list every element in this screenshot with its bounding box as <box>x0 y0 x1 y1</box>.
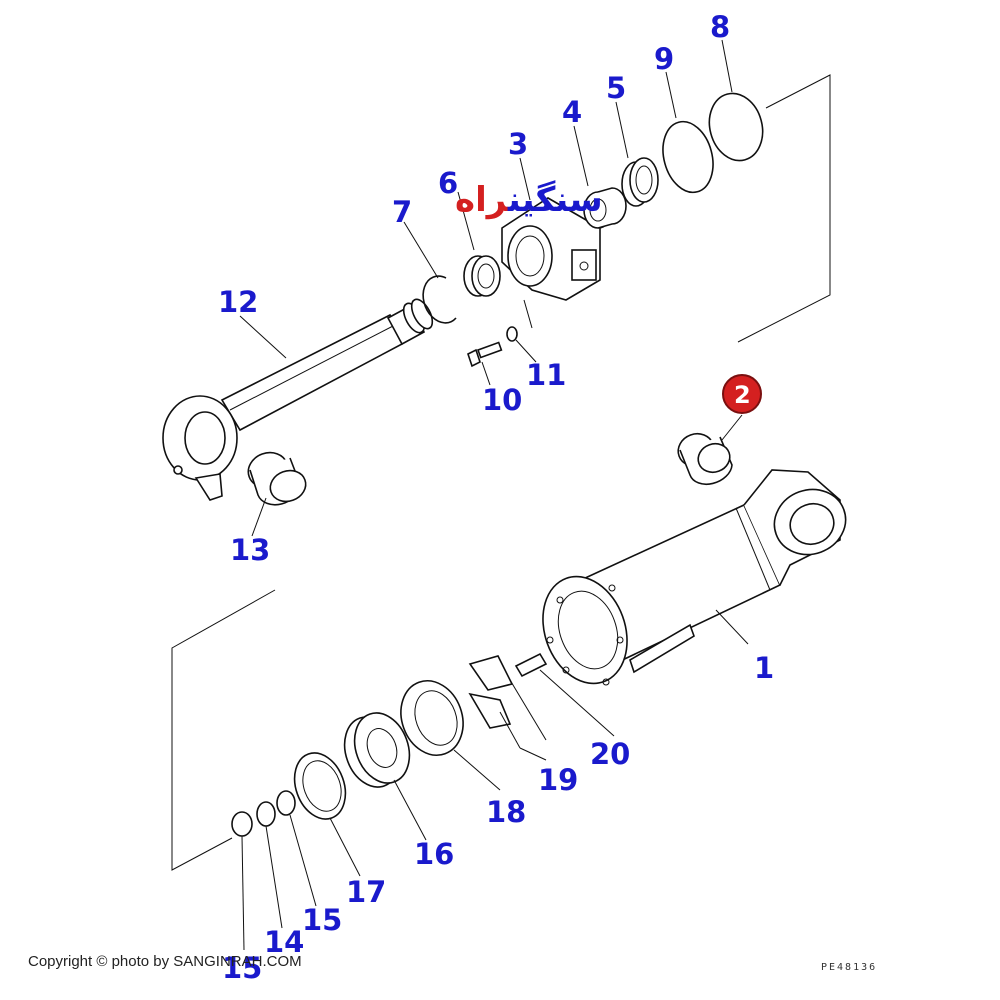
upper-bracket <box>737 74 831 343</box>
lower-bracket <box>171 589 276 871</box>
label-13: 13 <box>230 533 270 567</box>
logo-accent: راه <box>455 180 508 220</box>
brand-logo: سنگینراه <box>455 180 603 220</box>
o-ring-part-9 <box>662 120 714 194</box>
backup-ring-part-8 <box>708 92 764 162</box>
label-10: 10 <box>482 383 522 417</box>
ring-part-14 <box>256 801 276 827</box>
drawing-code: PE48136 <box>821 962 878 973</box>
label-8: 8 <box>710 10 730 44</box>
bushing-part-6 <box>463 255 501 297</box>
label-11: 11 <box>526 358 566 392</box>
label-14: 14 <box>264 925 304 959</box>
label-7: 7 <box>392 195 412 229</box>
label-2: 2 <box>734 381 751 409</box>
piston-rod-part-12 <box>162 298 434 501</box>
label-19: 19 <box>538 763 578 797</box>
snap-ring-part-7 <box>422 275 457 324</box>
cylinder-tube-part-1 <box>542 469 847 686</box>
label-15-upper: 15 <box>302 903 342 937</box>
label-17: 17 <box>346 875 386 909</box>
piston-part-16 <box>343 712 411 788</box>
label-6: 6 <box>438 166 458 200</box>
wear-ring-part-18 <box>400 680 464 756</box>
split-ring-part-19 <box>468 655 514 729</box>
label-9: 9 <box>654 42 674 76</box>
copyright-text: Copyright © photo by SANGINRAH.COM <box>28 953 302 970</box>
label-20: 20 <box>590 737 630 771</box>
cylinder-head-part-3 <box>501 197 601 301</box>
label-12: 12 <box>218 285 258 319</box>
bushing-part-4 <box>583 187 627 229</box>
highlight-badge <box>722 374 762 414</box>
ring-part-15-lower <box>231 811 253 837</box>
label-15-lower: 15 <box>222 951 262 985</box>
logo-text: سنگین <box>507 180 603 220</box>
label-18: 18 <box>486 795 526 829</box>
seal-part-17 <box>293 752 347 820</box>
bolt-part-10 <box>467 341 503 368</box>
label-1: 1 <box>754 651 774 685</box>
washer-part-11 <box>506 326 518 342</box>
leader-lines <box>239 39 749 951</box>
bushing-part-2 <box>677 432 733 486</box>
part-labels: 8 9 5 4 3 6 7 12 11 10 2 13 1 20 19 18 1… <box>218 10 774 985</box>
label-5: 5 <box>606 71 626 105</box>
packing-part-5 <box>621 157 659 207</box>
bolt-part-20 <box>514 652 548 678</box>
label-16: 16 <box>414 837 454 871</box>
label-3: 3 <box>508 127 528 161</box>
ring-part-15-upper <box>276 790 296 816</box>
label-4: 4 <box>562 95 582 129</box>
bushing-part-13 <box>247 451 307 506</box>
